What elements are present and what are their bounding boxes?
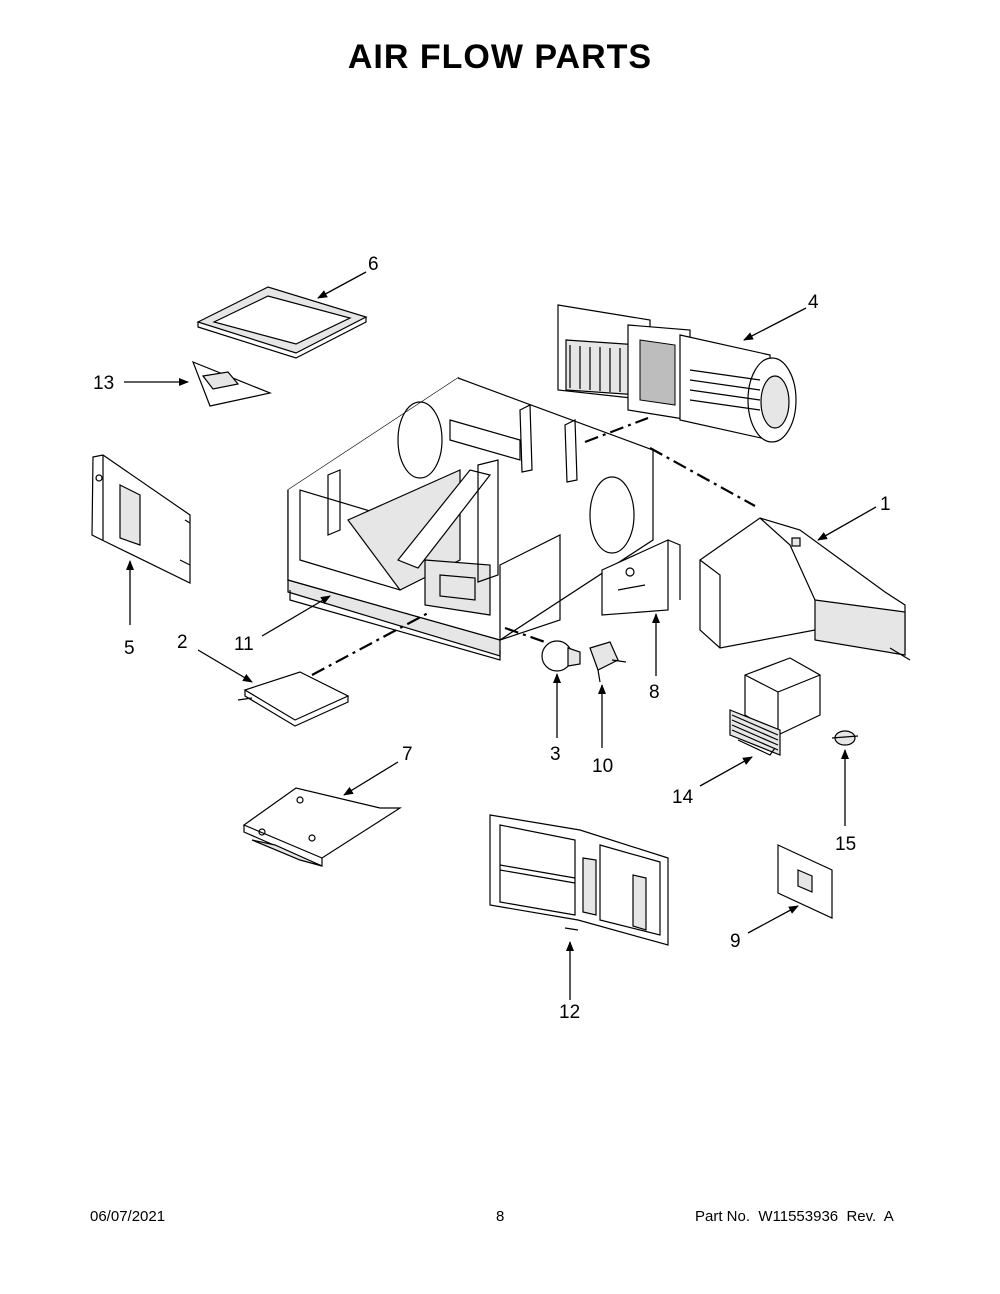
callout-2: 2 <box>177 632 188 653</box>
callout-8: 8 <box>649 682 660 703</box>
part-8-bracket <box>601 539 681 616</box>
part-9-label-card <box>777 844 833 919</box>
part-6-filter <box>196 286 368 359</box>
assembly-line-2 <box>311 611 431 676</box>
callout-3: 3 <box>550 744 561 765</box>
callout-7: 7 <box>402 744 413 765</box>
callout-15: 15 <box>835 834 856 855</box>
part-7-plate <box>242 787 403 867</box>
assembly-line-3 <box>504 626 546 644</box>
part-4-blower <box>557 304 797 443</box>
part-14-transformer <box>729 657 821 756</box>
part-15-thermal-switch <box>831 730 859 746</box>
callout-9: 9 <box>730 931 741 952</box>
leader-1 <box>817 506 877 541</box>
part-13-label <box>191 360 273 407</box>
leader-4 <box>743 307 807 341</box>
part-12-grille <box>489 814 669 946</box>
part-11-air-guide-base <box>287 376 654 661</box>
leader-11 <box>261 595 331 637</box>
assembly-line-4 <box>584 416 649 444</box>
page-title: AIR FLOW PARTS <box>347 38 653 76</box>
callout-13: 13 <box>93 373 114 394</box>
part-10-lamp-socket <box>589 641 627 683</box>
part-3-lamp-bulb <box>541 640 581 672</box>
footer-part-number: Part No. W11553936 Rev. A <box>695 1208 894 1225</box>
callout-11: 11 <box>234 634 254 655</box>
callout-12: 12 <box>559 1002 580 1023</box>
part-5-side-plate <box>91 454 191 584</box>
callout-10: 10 <box>592 756 613 777</box>
leader-9 <box>747 905 799 934</box>
leader-2 <box>197 649 253 683</box>
leader-7 <box>343 761 399 796</box>
callout-6: 6 <box>368 254 379 275</box>
footer-date: 06/07/2021 <box>90 1208 166 1225</box>
leader-14 <box>699 756 753 787</box>
leader-6 <box>317 271 367 299</box>
callout-14: 14 <box>672 787 694 808</box>
callout-5: 5 <box>124 638 135 659</box>
footer-page-number: 8 <box>496 1208 505 1225</box>
part-2-cover-plate <box>237 671 350 727</box>
callout-4: 4 <box>808 292 819 313</box>
part-1-air-duct <box>699 517 911 661</box>
assembly-line-1 <box>649 447 756 507</box>
callout-1: 1 <box>880 494 891 515</box>
